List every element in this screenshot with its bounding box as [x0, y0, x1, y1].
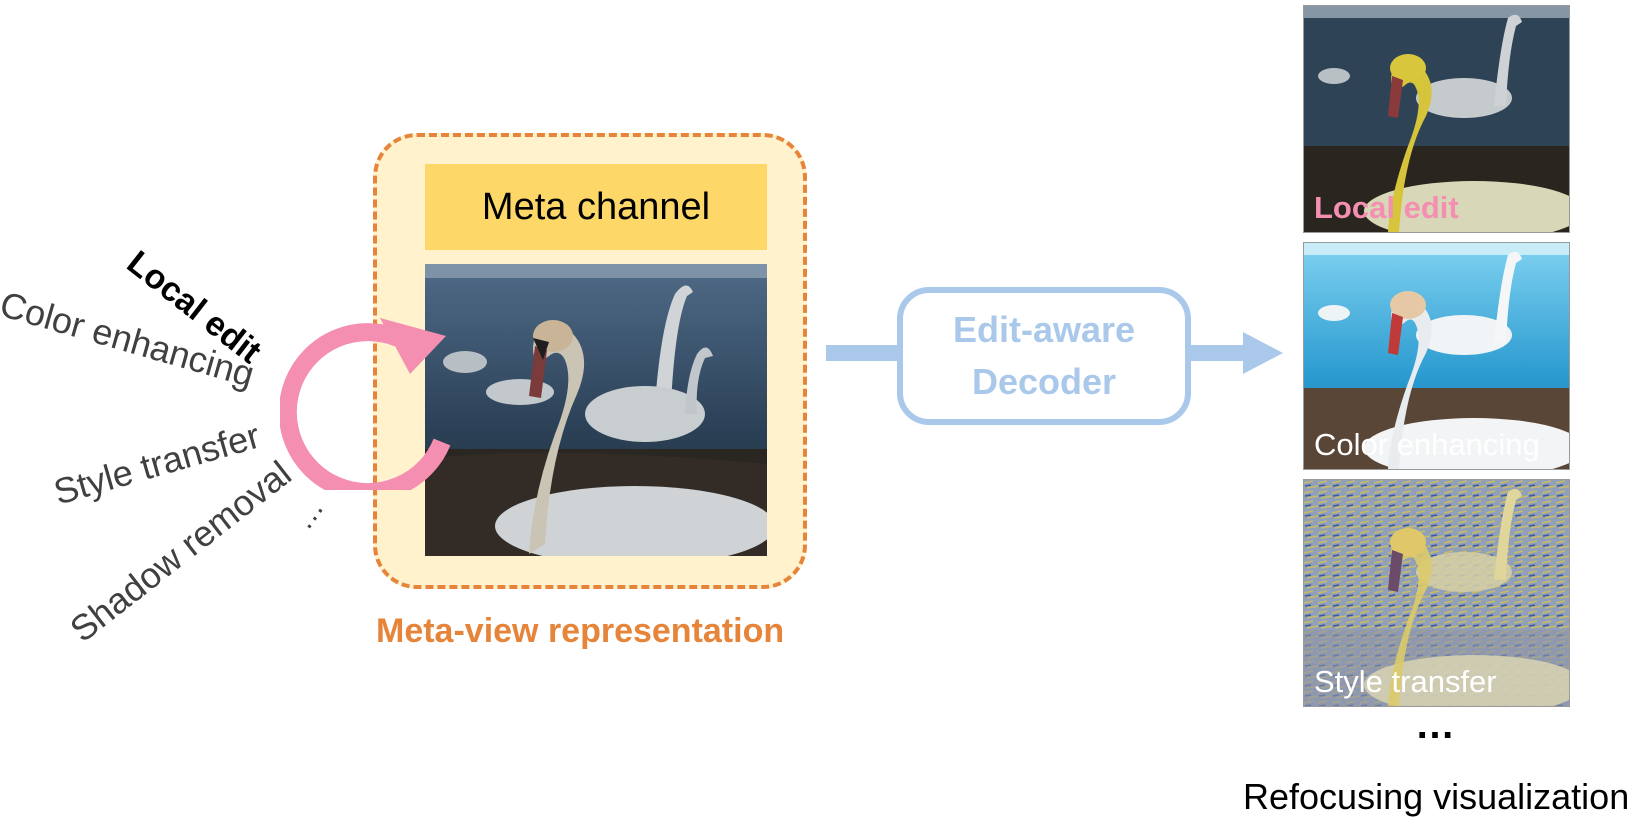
- circular-arrow-icon: [280, 318, 451, 490]
- more-outputs-ellipsis: …: [1415, 703, 1457, 747]
- output-label-style-transfer: Style transfer: [1314, 664, 1497, 699]
- arrow-to-outputs: [1191, 332, 1283, 374]
- output-local-edit-image: Local edit: [1303, 5, 1570, 233]
- meta-view-caption: Meta-view representation: [376, 612, 785, 650]
- output-label-local-edit: Local edit: [1314, 190, 1459, 225]
- outputs-caption: Refocusing visualization: [1243, 776, 1630, 817]
- meta-view-swan-image: [425, 264, 767, 556]
- decoder-line1: Edit-aware: [952, 308, 1136, 350]
- meta-channel-block: Meta channel: [425, 164, 767, 250]
- output-label-color-enhancing: Color enhancing: [1314, 427, 1540, 462]
- output-style-transfer-image: Style transfer: [1303, 479, 1570, 707]
- decoder-line2: Decoder: [971, 361, 1117, 402]
- meta-channel-label: Meta channel: [481, 185, 711, 228]
- output-color-enhancing-image: Color enhancing: [1303, 242, 1570, 470]
- arrow-to-decoder: [826, 345, 902, 361]
- edit-aware-decoder: Edit-aware Decoder: [897, 287, 1191, 425]
- op-more-ellipsis: …: [286, 492, 331, 536]
